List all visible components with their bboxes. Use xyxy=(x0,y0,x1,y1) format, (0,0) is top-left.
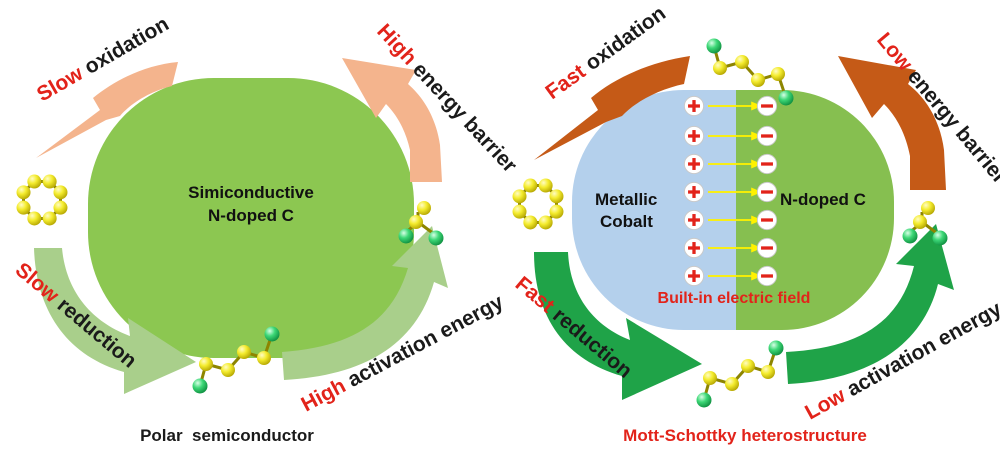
plus-charge-icon xyxy=(683,153,705,175)
plus-charge-icon xyxy=(683,265,705,287)
polysulfide-chain-icon xyxy=(696,340,784,408)
polysulfide-chain-icon xyxy=(706,38,794,106)
minus-charge-icon xyxy=(756,181,778,203)
plus-charge-icon xyxy=(683,181,705,203)
right-panel-caption: Mott-Schottky heterostructure xyxy=(623,426,867,445)
li2s-molecule-icon xyxy=(902,201,948,246)
left-center-label-line1: Simiconductive xyxy=(188,183,314,202)
right-panel: Metallic Cobalt N-doped C Built-in elect… xyxy=(511,2,1000,445)
left-center-label-line2: N-doped C xyxy=(208,206,294,225)
low-activation-energy-arrow xyxy=(786,224,954,384)
left-panel-caption: Polar semiconductor xyxy=(140,426,314,445)
left-center-node xyxy=(88,78,414,358)
plus-charge-icon xyxy=(683,125,705,147)
metallic-cobalt-label-line2: Cobalt xyxy=(600,212,653,231)
slow-reduction-arrow xyxy=(34,248,196,394)
plus-charge-icon xyxy=(683,237,705,259)
li2s-molecule-icon xyxy=(398,201,444,246)
plus-charge-icon xyxy=(683,95,705,117)
slow-oxidation-arrow xyxy=(36,62,178,158)
high-energy-barrier-arrow xyxy=(342,58,442,182)
polysulfide-chain-icon xyxy=(192,326,280,394)
n-doped-carbon-label: N-doped C xyxy=(780,190,866,209)
left-panel: Simiconductive N-doped C Slow oxidation … xyxy=(11,12,522,445)
fast-reduction-arrow xyxy=(534,252,702,400)
minus-charge-icon xyxy=(756,95,778,117)
minus-charge-icon xyxy=(756,209,778,231)
metallic-cobalt-label-line1: Metallic xyxy=(595,190,657,209)
built-in-field-label: Built-in electric field xyxy=(658,290,811,307)
sulfur-ring-icon xyxy=(512,178,564,230)
minus-charge-icon xyxy=(756,125,778,147)
low-energy-barrier-arrow xyxy=(838,56,946,190)
metallic-cobalt-region xyxy=(572,90,736,330)
plus-charge-icon xyxy=(683,209,705,231)
fast-oxidation-arrow xyxy=(534,56,690,160)
minus-charge-icon xyxy=(756,153,778,175)
minus-charge-icon xyxy=(756,237,778,259)
sulfur-ring-icon xyxy=(16,174,68,226)
minus-charge-icon xyxy=(756,265,778,287)
high-activation-energy-arrow xyxy=(282,226,448,380)
